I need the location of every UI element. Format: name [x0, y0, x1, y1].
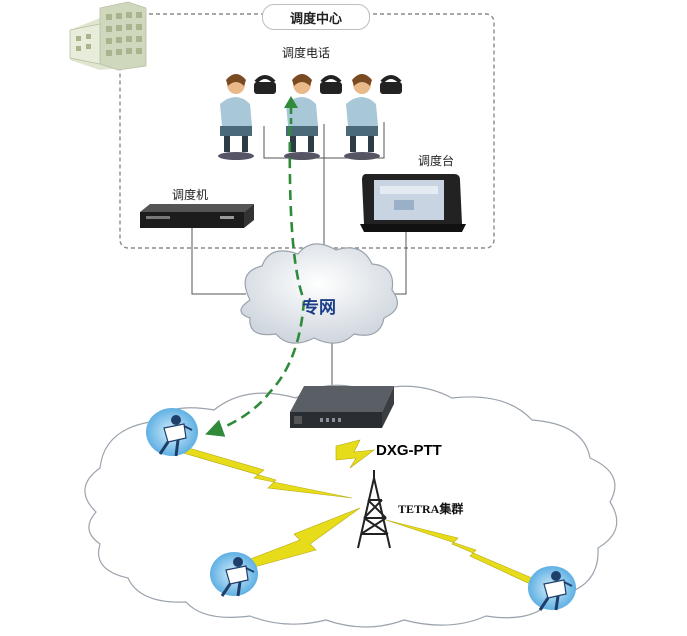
tower-icon: [357, 470, 391, 549]
building-icon: [69, 1, 147, 71]
dispatch-center-title: 调度中心: [262, 4, 370, 30]
gateway-icon: [290, 386, 394, 428]
field-worker-icon: [146, 408, 198, 457]
call-path-arrowhead-top: [284, 96, 298, 108]
server-icon: [140, 204, 254, 228]
field-worker-icon: [210, 552, 258, 597]
dispatch-phone-label: 调度电话: [282, 46, 331, 60]
operator-icon: [218, 74, 276, 160]
operator-icon: [284, 74, 342, 160]
dispatch-console-label: 调度台: [418, 154, 455, 168]
operator-icon: [344, 74, 402, 160]
lightning-icon: [179, 439, 533, 585]
field-worker-icon: [528, 566, 576, 611]
dispatch-server-label: 调度机: [172, 188, 209, 202]
private-network-label: 专网: [302, 298, 336, 318]
console-icon: [360, 174, 466, 232]
gateway-label: DXG-PTT: [376, 442, 442, 459]
cloud-icon: [240, 243, 399, 344]
tetra-label: TETRA集群: [398, 502, 464, 516]
